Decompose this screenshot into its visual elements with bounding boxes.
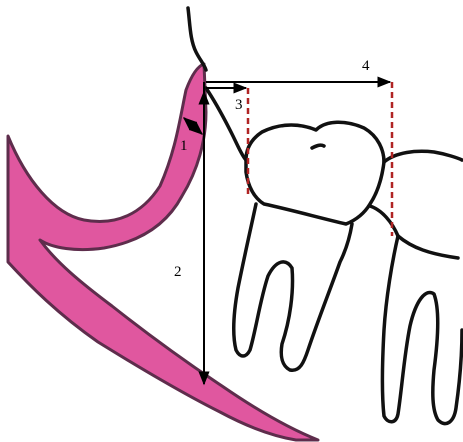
label-3: 3 <box>235 97 243 113</box>
label-4: 4 <box>362 58 370 74</box>
second-molar <box>370 151 462 423</box>
third-molar <box>234 122 384 370</box>
mandible-band-fill <box>8 64 318 440</box>
third-molar-roots <box>234 204 352 370</box>
third-molar-crown <box>246 122 384 224</box>
reference-lines <box>248 82 392 236</box>
soft-tissue-band <box>8 64 318 440</box>
second-molar-roots <box>383 236 463 424</box>
label-1: 1 <box>180 138 188 154</box>
label-2: 2 <box>174 264 182 280</box>
